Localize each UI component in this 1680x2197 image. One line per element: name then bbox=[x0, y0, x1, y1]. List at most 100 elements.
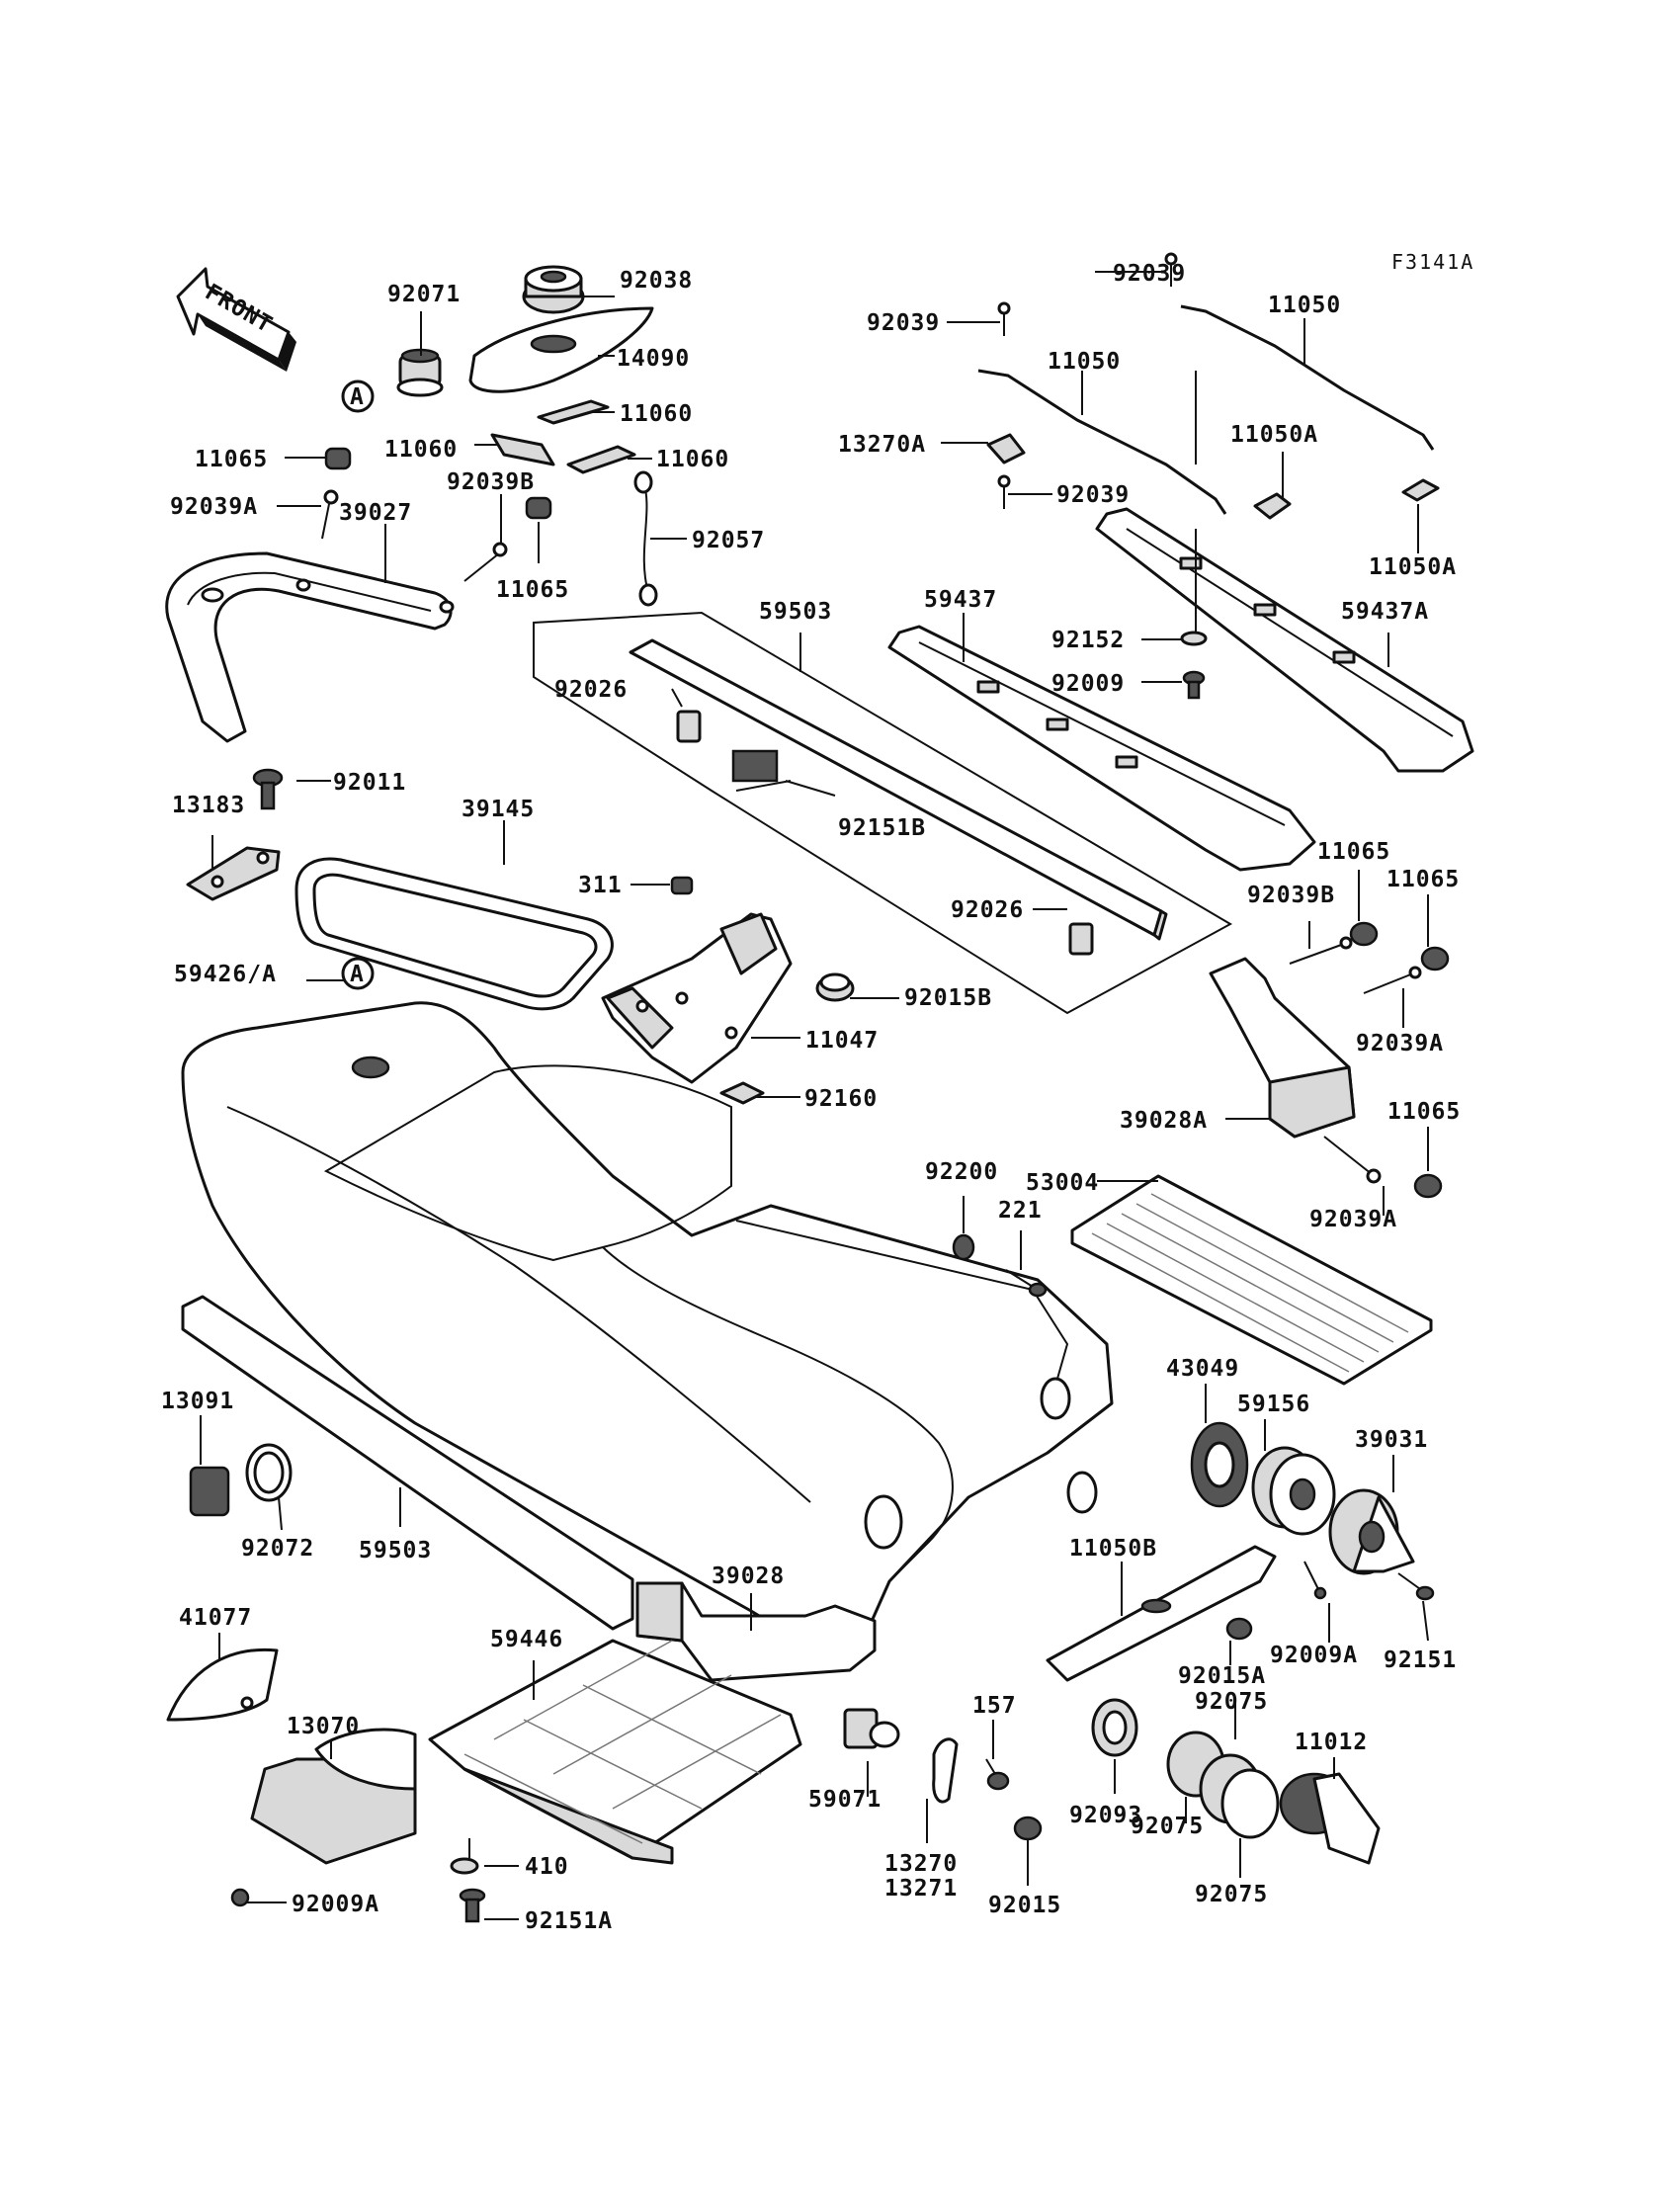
part-92039-screw-3 bbox=[997, 474, 1011, 509]
part-11065-nut-1 bbox=[324, 447, 352, 470]
part-92075-sleeve bbox=[1166, 1731, 1280, 1839]
label-92075: 92075 bbox=[1195, 1882, 1268, 1907]
part-39031-cone bbox=[1328, 1488, 1415, 1575]
label-39028: 39028 bbox=[712, 1563, 785, 1589]
part-92015-nut bbox=[1013, 1816, 1043, 1841]
label-14090: 14090 bbox=[617, 346, 690, 372]
label-92026: 92026 bbox=[951, 897, 1024, 923]
part-59503-rail-top bbox=[533, 611, 1233, 1015]
part-92011-bolt bbox=[252, 768, 284, 810]
part-13183-plate bbox=[186, 846, 281, 901]
ref-circle-a-top bbox=[341, 380, 375, 413]
label-92015A: 92015A bbox=[1178, 1663, 1266, 1689]
part-59503-rail-bottom bbox=[181, 1295, 634, 1631]
part-221-screw bbox=[1005, 1269, 1048, 1298]
label-92039: 92039 bbox=[1113, 261, 1186, 287]
part-11047-bracket bbox=[601, 912, 793, 1084]
label-11050A: 11050A bbox=[1369, 554, 1457, 580]
part-11050-bracket-1 bbox=[977, 369, 1227, 515]
label-11065: 11065 bbox=[1317, 839, 1390, 865]
label-92026: 92026 bbox=[554, 677, 628, 703]
label-11065: 11065 bbox=[496, 577, 569, 603]
part-311-nut bbox=[670, 876, 694, 895]
label-92009A: 92009A bbox=[292, 1892, 379, 1917]
part-13270A-plate bbox=[986, 433, 1026, 465]
part-92009-bolt bbox=[1182, 670, 1206, 700]
part-92039A-bolt-right-2 bbox=[1323, 1136, 1382, 1184]
label-92057: 92057 bbox=[692, 528, 765, 553]
part-92151-bolt bbox=[1397, 1572, 1435, 1601]
part-92039B-bolt-right bbox=[1289, 936, 1353, 965]
label-92011: 92011 bbox=[333, 770, 406, 796]
part-11065-cap-4 bbox=[1420, 946, 1450, 972]
label-11060: 11060 bbox=[620, 401, 693, 427]
part-92009A-bolt-left bbox=[230, 1888, 250, 1907]
label-11060: 11060 bbox=[656, 447, 729, 472]
ref-circle-a-hull bbox=[341, 957, 375, 990]
label-92039A: 92039A bbox=[170, 494, 258, 520]
label-59503: 59503 bbox=[759, 599, 832, 625]
label-59437: 59437 bbox=[924, 587, 997, 613]
label-311: 311 bbox=[578, 873, 623, 898]
part-92200-washer bbox=[952, 1233, 975, 1261]
part-92015A-nut bbox=[1225, 1617, 1253, 1641]
label-157: 157 bbox=[972, 1693, 1017, 1719]
part-92039A-bolt-right bbox=[1363, 966, 1422, 994]
label-11050: 11050 bbox=[1268, 293, 1341, 318]
label-92009: 92009 bbox=[1051, 671, 1125, 697]
part-13070-duct bbox=[250, 1728, 417, 1865]
label-92039B: 92039B bbox=[1247, 883, 1335, 908]
label-11012: 11012 bbox=[1295, 1730, 1368, 1755]
part-59071-fitting bbox=[843, 1708, 900, 1749]
label-92038: 92038 bbox=[620, 268, 693, 294]
front-arrow-icon: FRONT bbox=[176, 267, 296, 372]
part-92039B-bolt-left bbox=[463, 542, 508, 582]
label-41077: 41077 bbox=[179, 1605, 252, 1631]
part-92093-ring bbox=[1091, 1698, 1138, 1757]
label-59503: 59503 bbox=[359, 1538, 432, 1563]
part-92160-grommet bbox=[719, 1081, 765, 1105]
part-11050B-bracket bbox=[1046, 1545, 1277, 1682]
label-92009A: 92009A bbox=[1270, 1643, 1358, 1668]
part-92152-washer bbox=[1180, 631, 1208, 646]
label-11065: 11065 bbox=[1387, 1099, 1461, 1125]
part-92151B-clip bbox=[731, 749, 792, 792]
part-39028A-handle bbox=[1209, 957, 1356, 1139]
part-11050A-clip-2 bbox=[1401, 478, 1440, 502]
part-59437A-sponson bbox=[1095, 507, 1474, 773]
part-39028-handle bbox=[635, 1581, 877, 1682]
label-39027: 39027 bbox=[339, 500, 412, 526]
label-92151A: 92151A bbox=[525, 1908, 613, 1934]
part-92039-screw-1 bbox=[1164, 252, 1178, 287]
part-11060-strip-1 bbox=[537, 399, 610, 425]
label-13070: 13070 bbox=[287, 1714, 360, 1739]
label-39145: 39145 bbox=[462, 797, 535, 822]
label-92039: 92039 bbox=[1056, 482, 1130, 508]
part-13270-clamp bbox=[932, 1737, 959, 1804]
label-59156: 59156 bbox=[1237, 1392, 1310, 1417]
label-53004: 53004 bbox=[1026, 1170, 1099, 1196]
part-92039-screw-2 bbox=[997, 301, 1011, 336]
label-92200: 92200 bbox=[925, 1159, 998, 1185]
label-92072: 92072 bbox=[241, 1536, 314, 1562]
part-92038-knob bbox=[522, 265, 585, 314]
label-92160: 92160 bbox=[804, 1086, 878, 1112]
part-41077-cover bbox=[166, 1648, 279, 1722]
part-11050-bracket-2 bbox=[1180, 304, 1435, 451]
part-59437-sponson bbox=[887, 625, 1316, 872]
label-11047: 11047 bbox=[805, 1028, 879, 1054]
part-39145-gasket bbox=[294, 857, 614, 1011]
label-92039B: 92039B bbox=[447, 469, 535, 495]
label-92152: 92152 bbox=[1051, 628, 1125, 653]
label-11050B: 11050B bbox=[1069, 1536, 1157, 1562]
ref-circle-a-hull-label: A bbox=[350, 962, 365, 987]
label-39031: 39031 bbox=[1355, 1427, 1428, 1453]
label-410: 410 bbox=[525, 1854, 569, 1880]
part-14090-cover bbox=[468, 306, 654, 393]
label-13091: 13091 bbox=[161, 1389, 234, 1414]
part-11065-cap-5 bbox=[1413, 1173, 1443, 1199]
label-59437A: 59437A bbox=[1341, 599, 1429, 625]
part-11060-strip-3 bbox=[566, 445, 636, 474]
part-59426A-hull bbox=[181, 1001, 1114, 1635]
label-59446: 59446 bbox=[490, 1627, 563, 1652]
